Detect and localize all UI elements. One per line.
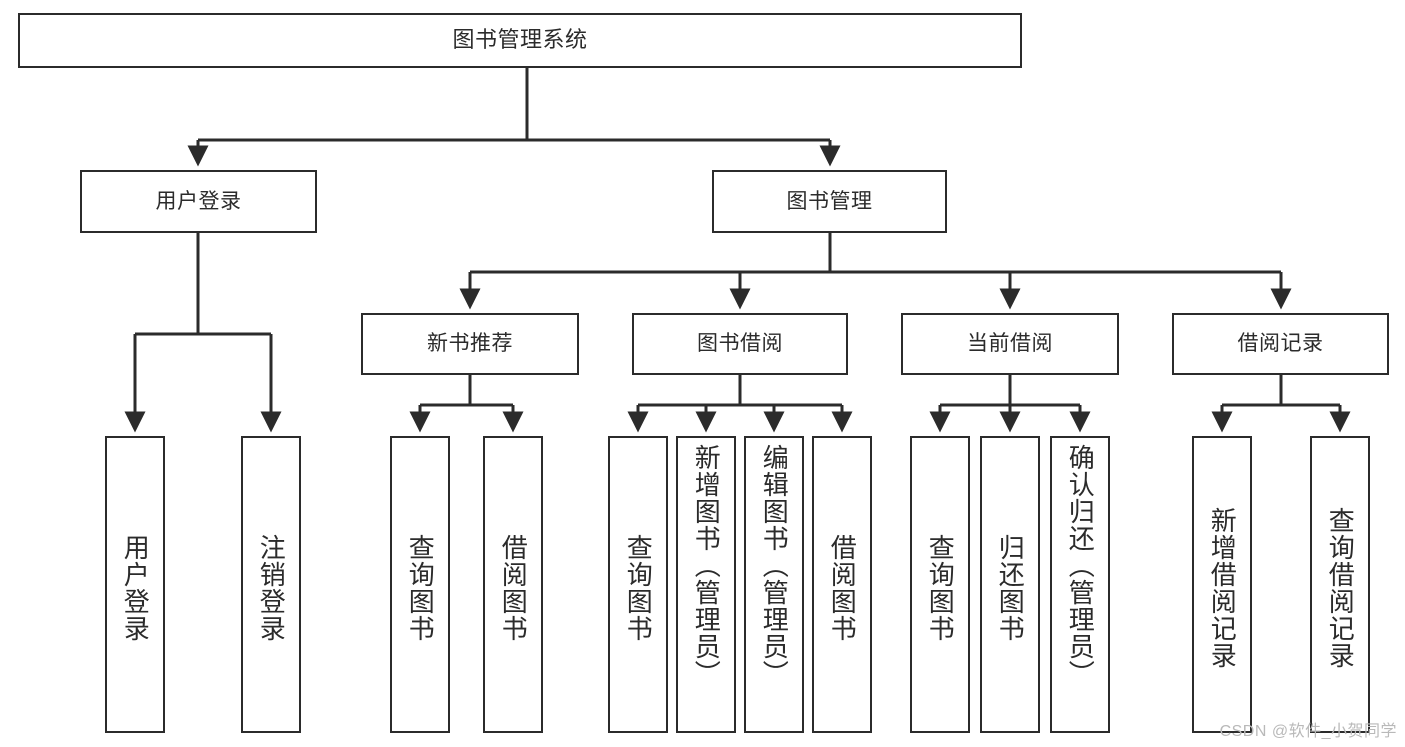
node-leaf-query-book-1[interactable]: 查询图书: [390, 436, 450, 733]
node-leaf-confirm-return-label: 确认归还（管理员）: [1065, 444, 1096, 687]
node-borrow-record[interactable]: 借阅记录: [1172, 313, 1389, 375]
node-leaf-query-book-1-label: 查询图书: [405, 533, 436, 642]
node-leaf-user-login[interactable]: 用户登录: [105, 436, 165, 733]
node-current-borrow-label: 当前借阅: [967, 332, 1053, 356]
node-book-manage-label: 图书管理: [786, 189, 873, 213]
node-leaf-add-record[interactable]: 新增借阅记录: [1192, 436, 1252, 733]
node-leaf-query-book-3-label: 查询图书: [925, 533, 956, 642]
node-book-borrow-label: 图书借阅: [697, 332, 783, 356]
node-leaf-query-book-3[interactable]: 查询图书: [910, 436, 970, 733]
node-user-login[interactable]: 用户登录: [80, 170, 317, 233]
node-book-borrow[interactable]: 图书借阅: [632, 313, 848, 375]
node-leaf-query-book-2[interactable]: 查询图书: [608, 436, 668, 733]
node-leaf-edit-book[interactable]: 编辑图书（管理员）: [744, 436, 804, 733]
node-leaf-edit-book-label: 编辑图书（管理员）: [759, 444, 790, 687]
node-book-manage[interactable]: 图书管理: [712, 170, 947, 233]
node-root[interactable]: 图书管理系统: [18, 13, 1022, 68]
node-leaf-borrow-book-1[interactable]: 借阅图书: [483, 436, 543, 733]
node-leaf-return-book-label: 归还图书: [995, 533, 1026, 642]
node-borrow-record-label: 借阅记录: [1237, 332, 1324, 356]
node-leaf-add-book-label: 新增图书（管理员）: [691, 444, 722, 687]
node-leaf-borrow-book-2[interactable]: 借阅图书: [812, 436, 872, 733]
node-leaf-query-book-2-label: 查询图书: [623, 533, 654, 642]
node-leaf-logout-login[interactable]: 注销登录: [241, 436, 301, 733]
node-new-book-recommend[interactable]: 新书推荐: [361, 313, 579, 375]
node-leaf-confirm-return[interactable]: 确认归还（管理员）: [1050, 436, 1110, 733]
node-root-label: 图书管理系统: [452, 27, 588, 53]
watermark-text: CSDN @软件_小贺同学: [1219, 723, 1397, 740]
node-new-book-recommend-label: 新书推荐: [427, 332, 513, 356]
node-leaf-return-book[interactable]: 归还图书: [980, 436, 1040, 733]
node-current-borrow[interactable]: 当前借阅: [901, 313, 1119, 375]
node-leaf-borrow-book-1-label: 借阅图书: [498, 533, 529, 642]
node-leaf-add-book[interactable]: 新增图书（管理员）: [676, 436, 736, 733]
node-leaf-logout-login-label: 注销登录: [256, 533, 287, 642]
node-leaf-query-record[interactable]: 查询借阅记录: [1310, 436, 1370, 733]
node-leaf-add-record-label: 新增借阅记录: [1207, 506, 1238, 669]
node-leaf-query-record-label: 查询借阅记录: [1325, 506, 1356, 669]
node-leaf-borrow-book-2-label: 借阅图书: [827, 533, 858, 642]
node-user-login-label: 用户登录: [155, 189, 242, 213]
node-leaf-user-login-label: 用户登录: [120, 533, 151, 642]
